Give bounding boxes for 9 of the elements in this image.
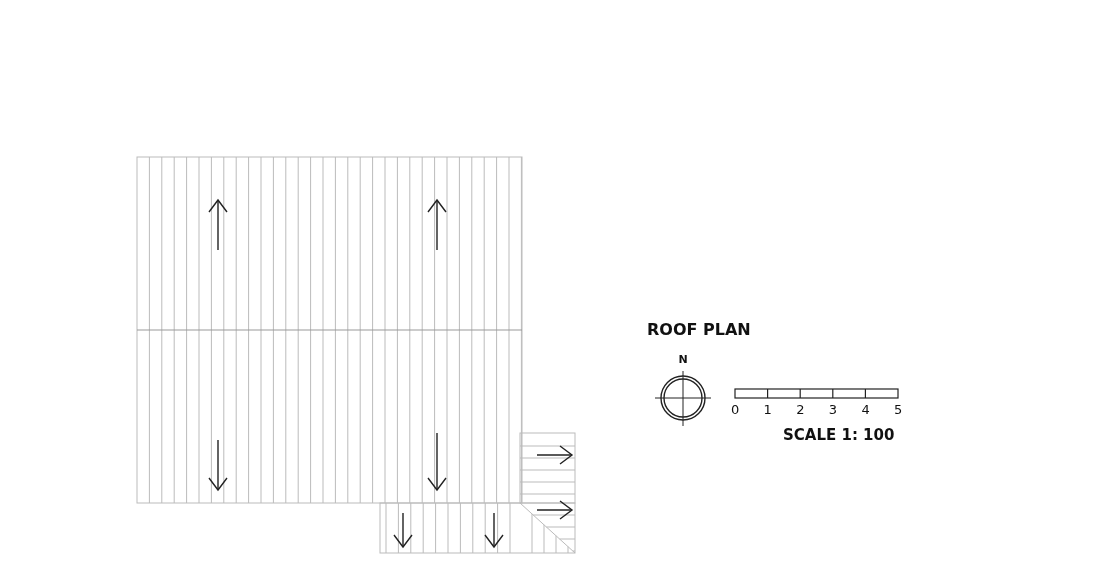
scale-number: 2 — [796, 403, 805, 416]
scale-number: 3 — [828, 403, 838, 416]
scale-number: 4 — [861, 403, 870, 416]
scale-number: 0 — [731, 403, 740, 416]
scale-label: SCALE 1: 100 — [783, 428, 895, 443]
north-label: N — [678, 354, 688, 365]
drawing-title: ROOF PLAN — [647, 322, 751, 338]
scale-number: 5 — [894, 403, 903, 416]
scale-number: 1 — [763, 403, 772, 416]
